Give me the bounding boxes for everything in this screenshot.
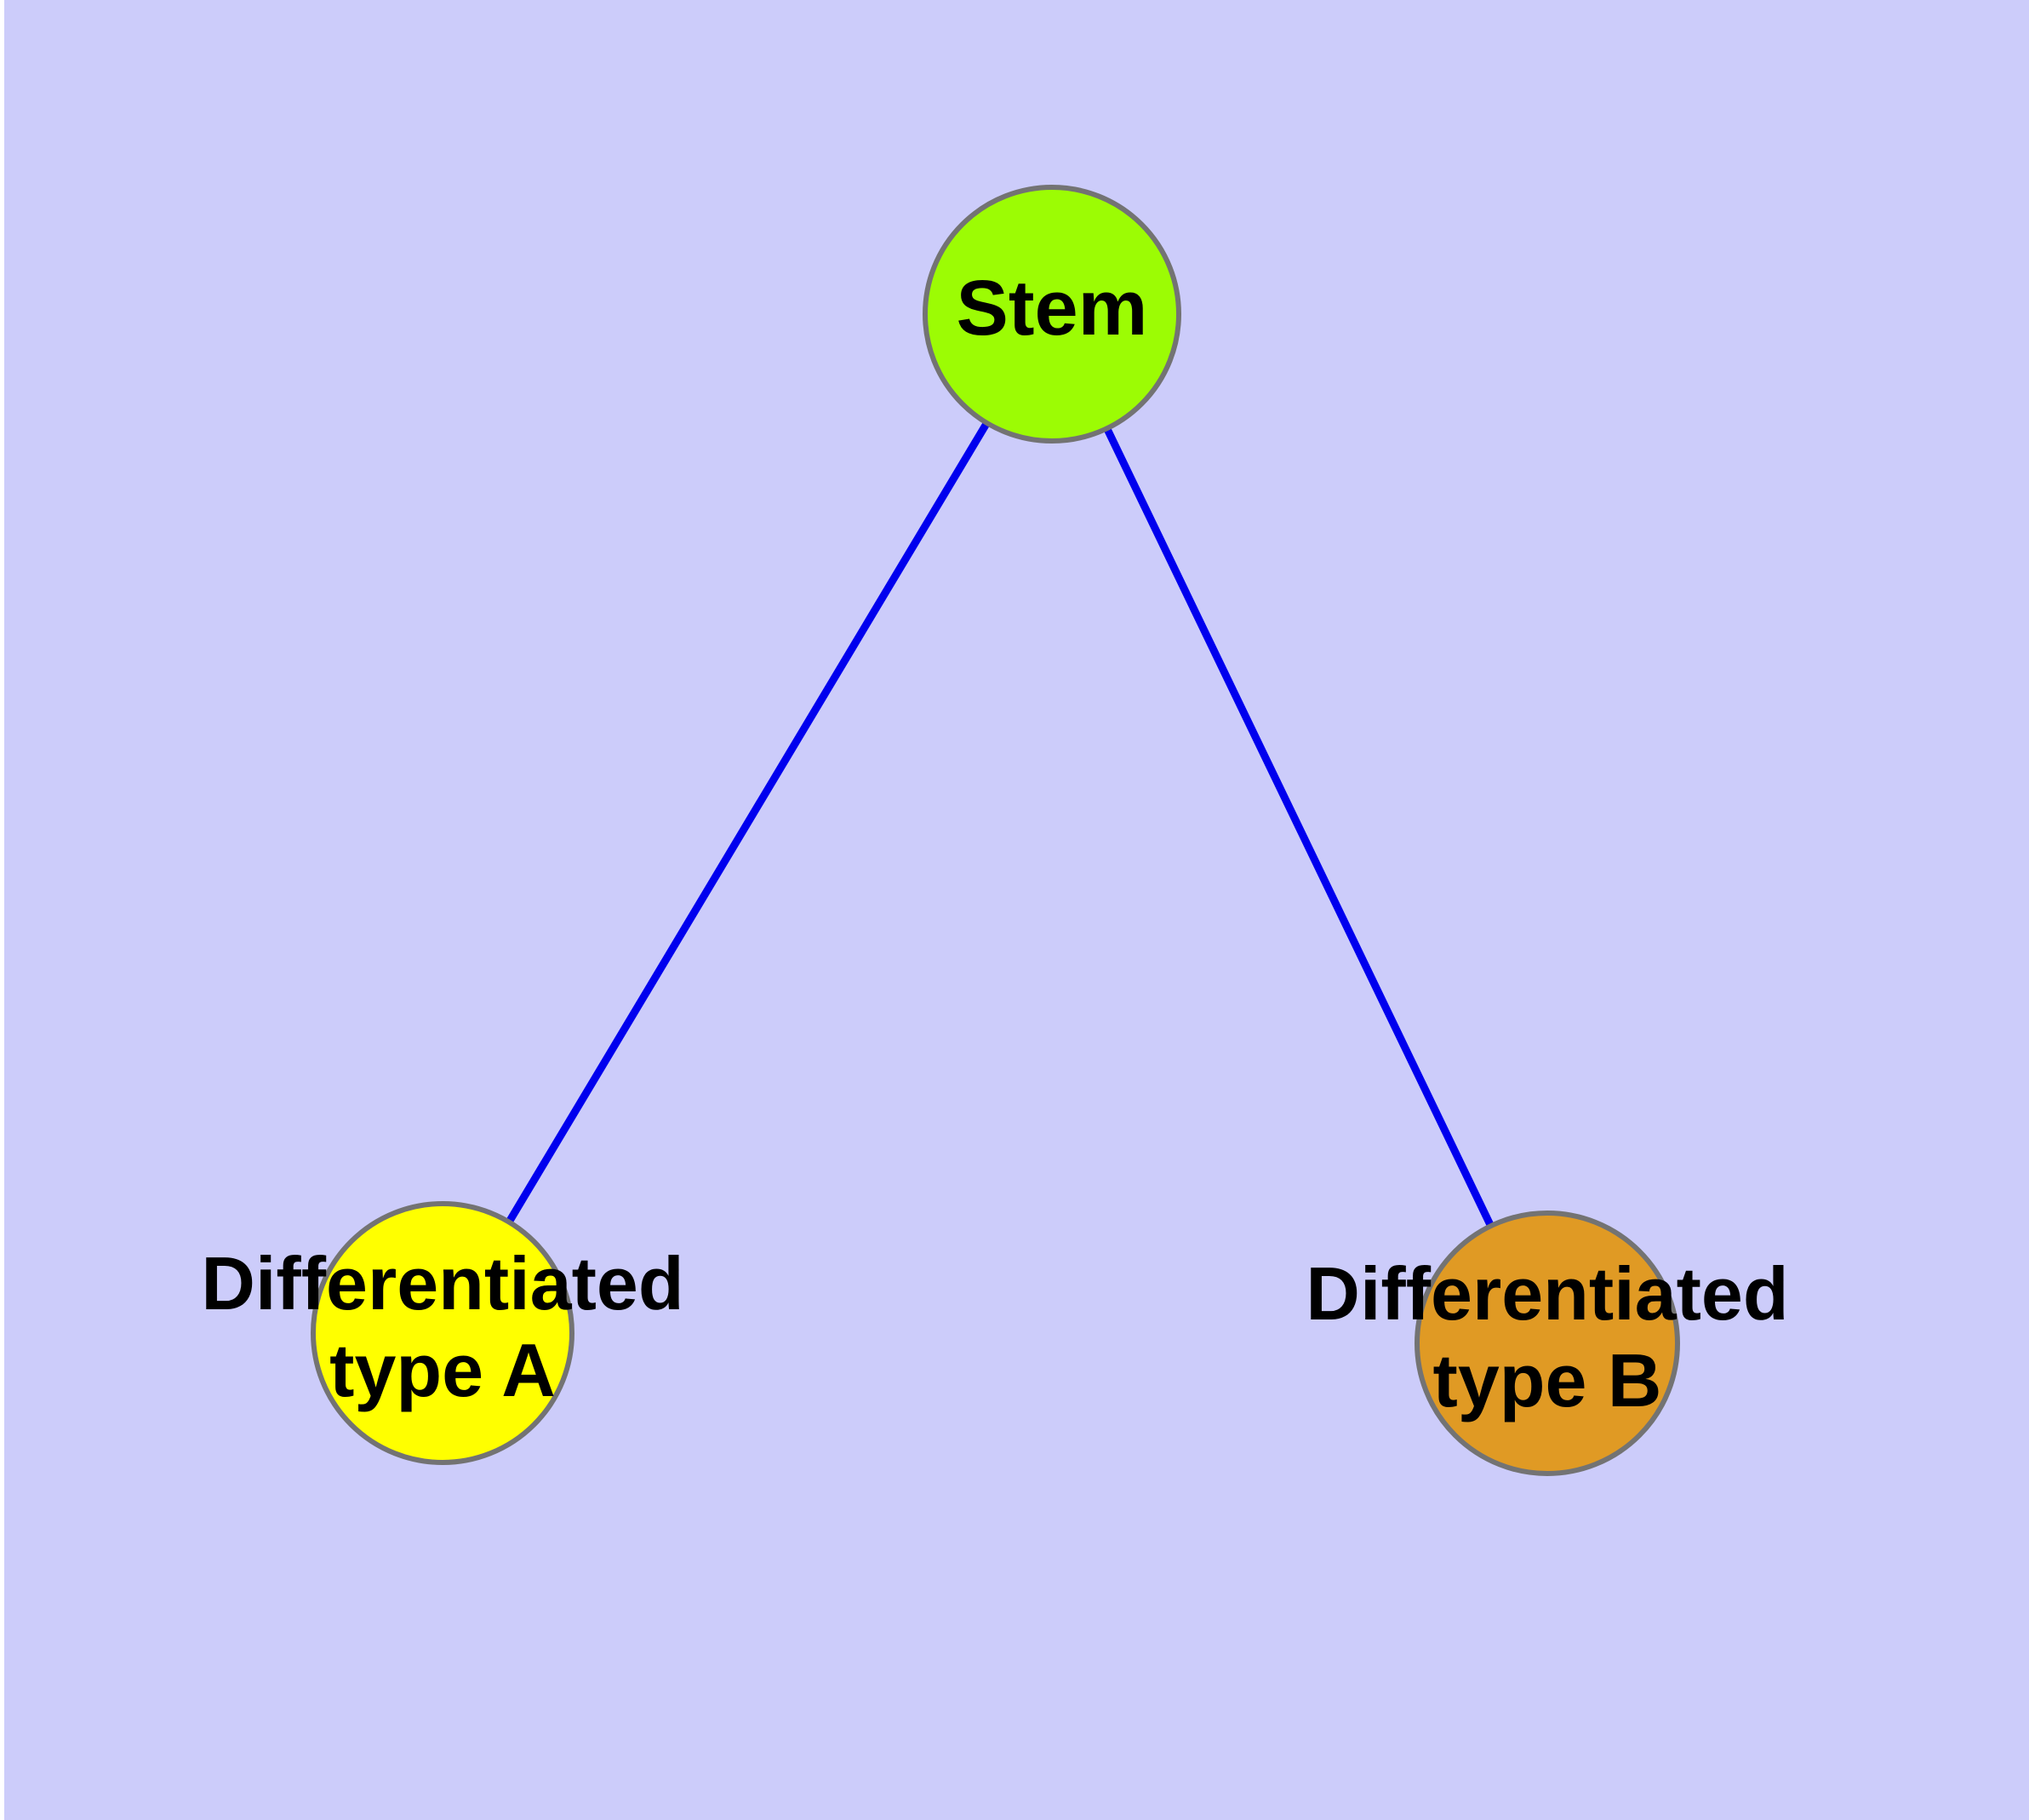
edges-layer — [505, 419, 1495, 1229]
node-stem[interactable] — [923, 185, 1181, 444]
node-label-line: type B — [1433, 1338, 1662, 1422]
node-label-line: Stem — [957, 265, 1148, 352]
node-label-line: Differentiated — [201, 1241, 683, 1325]
nodes-layer — [311, 185, 1680, 1476]
edge-stem-to-diff-b[interactable] — [1102, 425, 1495, 1229]
node-diff-a[interactable] — [311, 1201, 574, 1465]
node-label-line: Differentiated — [1306, 1251, 1788, 1336]
node-stem-label: Stem — [957, 265, 1148, 352]
node-stem-circle[interactable] — [923, 185, 1181, 444]
node-diff-b[interactable] — [1415, 1210, 1680, 1476]
node-diff-b-circle[interactable] — [1415, 1210, 1680, 1476]
node-label-line: type A — [329, 1328, 556, 1412]
edge-stem-to-diff-a[interactable] — [505, 419, 992, 1226]
node-diff-a-circle[interactable] — [311, 1201, 574, 1465]
